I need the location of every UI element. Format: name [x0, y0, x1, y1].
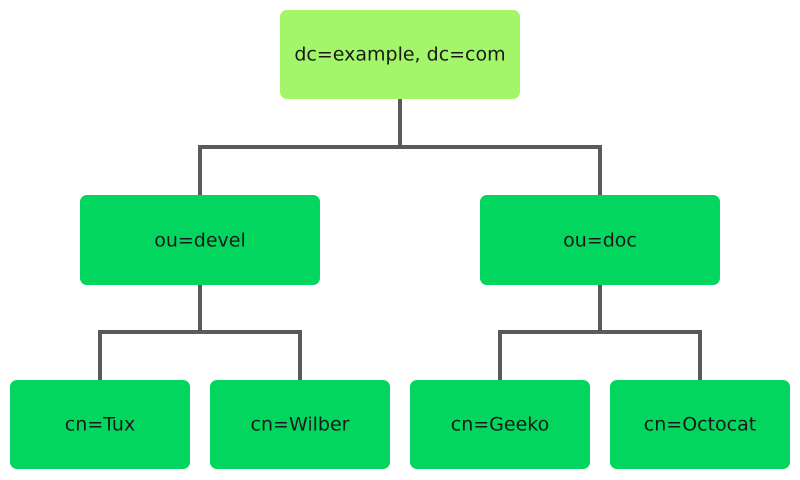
node-cn-tux: cn=Tux — [10, 380, 190, 469]
node-ou-devel-box — [80, 195, 320, 285]
tree-connectors — [98, 98, 702, 380]
connector-root-to-devel — [198, 98, 402, 195]
node-cn-geeko-box — [410, 380, 590, 469]
connector-doc-to-octocat — [598, 284, 702, 380]
node-cn-tux-label: cn=Tux — [65, 414, 135, 436]
node-cn-wilber-label: cn=Wilber — [251, 414, 350, 436]
connector-root-to-doc — [398, 98, 602, 195]
node-cn-octocat-box — [610, 380, 790, 469]
node-root-box — [280, 10, 520, 99]
node-ou-devel-label: ou=devel — [154, 230, 246, 252]
node-root-label: dc=example, dc=com — [294, 44, 505, 66]
node-cn-wilber-box — [210, 380, 390, 469]
connector-devel-to-wilber — [198, 284, 302, 380]
connector-doc-to-geeko — [498, 284, 602, 380]
node-ou-doc: ou=doc — [480, 195, 720, 285]
node-ou-doc-box — [480, 195, 720, 285]
node-cn-tux-box — [10, 380, 190, 469]
node-cn-octocat-label: cn=Octocat — [644, 414, 756, 436]
node-root: dc=example, dc=com — [280, 10, 520, 99]
node-cn-geeko-label: cn=Geeko — [451, 414, 549, 436]
node-ou-devel: ou=devel — [80, 195, 320, 285]
connector-devel-to-tux — [98, 284, 202, 380]
node-cn-wilber: cn=Wilber — [210, 380, 390, 469]
node-cn-geeko: cn=Geeko — [410, 380, 590, 469]
node-cn-octocat: cn=Octocat — [610, 380, 790, 469]
node-ou-doc-label: ou=doc — [563, 230, 637, 252]
